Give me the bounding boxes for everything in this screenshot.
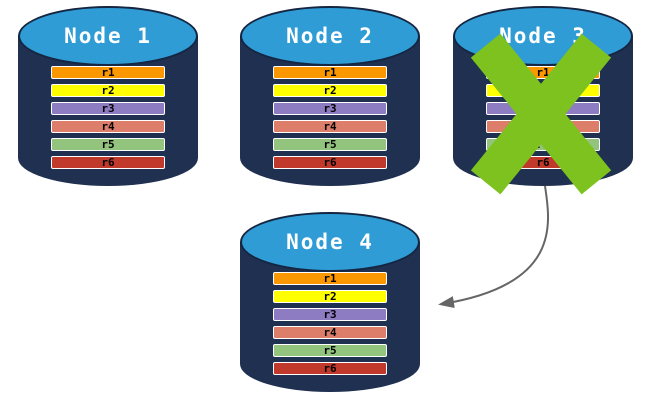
cylinder-top: Node 2 (240, 6, 420, 66)
record-list: r1 r2 r3 r4 r5 r6 (273, 66, 387, 174)
node-1-cylinder: Node 1 r1 r2 r3 r4 r5 r6 (18, 6, 198, 186)
record-bar: r3 (51, 102, 165, 115)
record-bar: r6 (273, 362, 387, 375)
record-bar: r2 (273, 290, 387, 303)
record-bar: r3 (273, 102, 387, 115)
record-bar: r1 (273, 272, 387, 285)
record-bar: r5 (273, 344, 387, 357)
record-list: r1 r2 r3 r4 r5 r6 (51, 66, 165, 174)
record-bar: r1 (273, 66, 387, 79)
cylinder-top: Node 1 (18, 6, 198, 66)
record-list: r1 r2 r3 r4 r5 r6 (273, 272, 387, 380)
record-bar: r4 (273, 326, 387, 339)
record-bar: r6 (51, 156, 165, 169)
record-bar: r2 (51, 84, 165, 97)
record-bar: r3 (273, 308, 387, 321)
cylinder-top: Node 4 (240, 212, 420, 272)
node-2-cylinder: Node 2 r1 r2 r3 r4 r5 r6 (240, 6, 420, 186)
node-title: Node 1 (64, 24, 152, 48)
node-3-cylinder: Node 3 r1 r2 r3 r4 r5 r6 (453, 6, 633, 195)
record-bar: r2 (273, 84, 387, 97)
record-bar: r4 (51, 120, 165, 133)
record-bar: r4 (273, 120, 387, 133)
record-bar: r5 (51, 138, 165, 151)
node-title: Node 4 (286, 230, 374, 254)
node-title: Node 2 (286, 24, 374, 48)
record-bar: r6 (273, 156, 387, 169)
record-bar: r1 (51, 66, 165, 79)
arrow-path (438, 185, 549, 309)
node-4-cylinder: Node 4 r1 r2 r3 r4 r5 r6 (240, 212, 420, 392)
record-bar: r5 (273, 138, 387, 151)
failure-x-icon (470, 33, 612, 195)
